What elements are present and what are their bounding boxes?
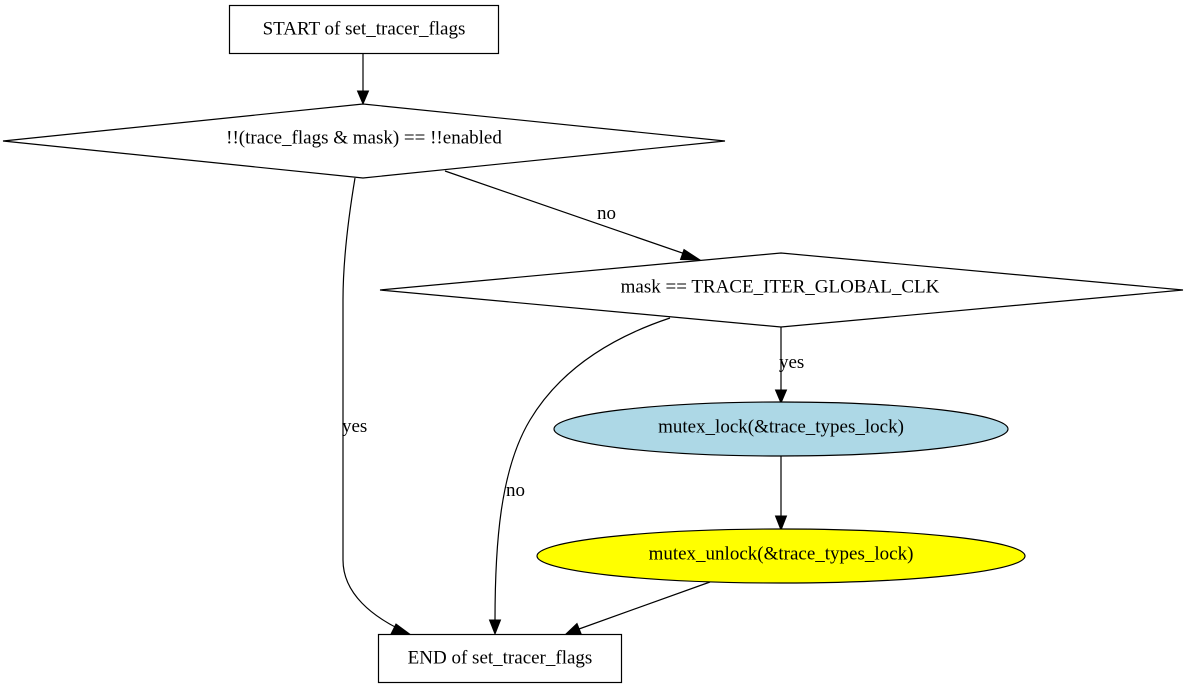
edge-cond1-to-cond2 bbox=[444, 170, 702, 261]
edge-label-cond2-end: no bbox=[506, 480, 525, 501]
node-cond1-label: !!(trace_flags & mask) == !!enabled bbox=[226, 127, 502, 148]
edge-unlock-to-end bbox=[564, 581, 711, 635]
edge-start-to-cond1 bbox=[356, 53, 370, 106]
node-end-label: END of set_tracer_flags bbox=[408, 647, 593, 668]
node-cond2: mask == TRACE_ITER_GLOBAL_CLK bbox=[379, 252, 1184, 328]
edge-lock-to-unlock bbox=[774, 456, 788, 532]
edge-label-cond1-cond2: no bbox=[597, 203, 616, 224]
edge-cond2-to-lock bbox=[774, 327, 788, 405]
node-cond1: !!(trace_flags & mask) == !!enabled bbox=[2, 103, 726, 179]
edge-label-cond2-lock: yes bbox=[779, 352, 804, 373]
node-unlock-label: mutex_unlock(&trace_types_lock) bbox=[649, 543, 914, 564]
node-lock-label: mutex_lock(&trace_types_lock) bbox=[658, 416, 904, 437]
edge-label-cond1-end: yes bbox=[342, 416, 367, 437]
node-cond2-label: mask == TRACE_ITER_GLOBAL_CLK bbox=[621, 276, 940, 297]
node-unlock: mutex_unlock(&trace_types_lock) bbox=[536, 528, 1026, 584]
node-lock: mutex_lock(&trace_types_lock) bbox=[553, 401, 1009, 457]
edge-cond1-to-end bbox=[342, 177, 413, 636]
edge-cond2-to-end bbox=[488, 317, 671, 636]
node-start: START of set_tracer_flags bbox=[228, 4, 500, 55]
node-start-label: START of set_tracer_flags bbox=[263, 18, 466, 39]
node-end: END of set_tracer_flags bbox=[377, 633, 623, 684]
